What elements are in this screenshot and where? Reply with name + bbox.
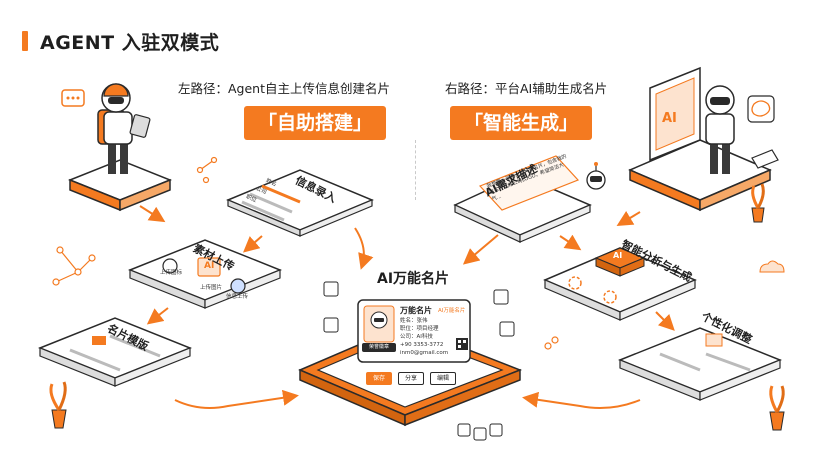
robot-assistant-icon [586, 162, 606, 190]
card-badge: 荣誉徽章 [362, 343, 396, 352]
center-title: AI万能名片 [377, 271, 450, 287]
ai-chip-label: AI [613, 251, 623, 260]
network-nodes-icon [52, 156, 218, 286]
brain-icon [747, 95, 775, 123]
card-brand: AI万能名片 [438, 308, 466, 314]
chat-bubble-icon [61, 89, 85, 107]
floating-app-icons [323, 281, 515, 441]
material-label-1: 上传图标 [160, 270, 183, 276]
material-label-3: 信息上传 [226, 294, 249, 300]
ai-board-icon: AI [649, 66, 701, 162]
save-button[interactable]: 保存 [366, 372, 392, 385]
page-title: AGENT 入驻双模式 [40, 32, 220, 54]
plant-icon-bottom-right [769, 385, 785, 431]
card-email: inm0@gmail.com [400, 350, 449, 356]
left-agent-character [97, 83, 151, 174]
material-upload-panel [127, 239, 283, 309]
flow-arrows [139, 205, 675, 409]
info-entry-panel [226, 169, 374, 237]
plant-icon-right [751, 183, 765, 223]
right-agent-character [705, 85, 735, 174]
cloud-icon [759, 260, 785, 273]
smart-generate-mode-button[interactable]: 「智能生成」 [450, 106, 592, 140]
share-button[interactable]: 分享 [398, 372, 424, 385]
card-phone: +90 3353-3772 [400, 342, 444, 348]
right-path-label: 右路径：平台AI辅助生成名片 [445, 81, 608, 96]
path-divider [415, 140, 416, 200]
svg-text:AI: AI [662, 111, 677, 126]
material-ai-icon: AI [204, 261, 215, 271]
left-path-label: 左路径：Agent自主上传信息创建名片 [178, 81, 391, 96]
card-template-panel [37, 317, 193, 387]
left-agent-platform [67, 159, 173, 212]
card-line-name: 姓名：张伟 [400, 318, 428, 324]
title-accent-bar [22, 31, 28, 51]
card-line-title: 职位：项目经理 [400, 326, 439, 332]
terminal-icon [751, 149, 779, 169]
material-label-2: 上传图片 [200, 285, 223, 291]
personalize-panel [617, 327, 783, 401]
smart-analysis-panel [543, 247, 697, 321]
link-icon [544, 336, 559, 350]
plant-icon-left [49, 381, 67, 429]
self-build-mode-button[interactable]: 「自助搭建」 [244, 106, 386, 140]
edit-button[interactable]: 编辑 [430, 372, 456, 385]
ai-requirement-panel [453, 155, 592, 243]
card-name: 万能名片 [400, 306, 432, 315]
card-line-company: 公司：AI科技 [400, 334, 433, 340]
right-agent-platform [628, 139, 772, 212]
